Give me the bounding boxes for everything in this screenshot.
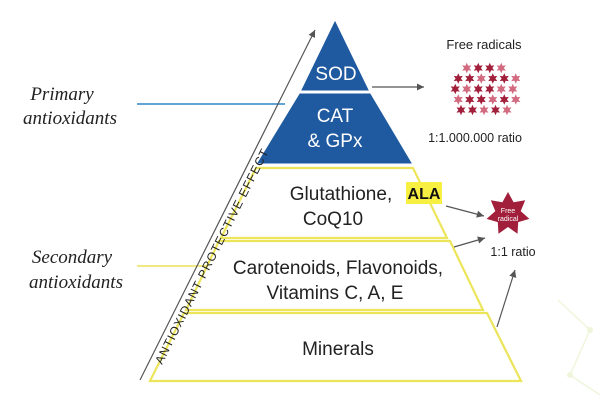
secondary-antioxidants-label-line1: Secondary — [32, 247, 113, 268]
pyramid-tier-sod — [301, 20, 369, 91]
free-radical-star — [450, 83, 460, 95]
protective-effect-arrow — [139, 29, 316, 381]
free-radical-star — [502, 104, 512, 116]
pyramid-tier-cat-gpx — [257, 93, 412, 164]
free-radical-star — [488, 94, 498, 105]
free-radical-star — [476, 73, 486, 84]
tier-label-carotenoids: Carotenoids, Flavonoids, — [233, 258, 443, 279]
primary-antioxidants-label-line1: Primary — [29, 84, 94, 105]
free-radical-star — [462, 83, 472, 95]
tier-label-vitamins: Vitamins C, A, E — [267, 283, 404, 304]
primary-ratio-label: 1:1.000.000 ratio — [428, 131, 522, 145]
free-radical-star-large — [486, 192, 530, 234]
free-radical-star — [508, 83, 518, 95]
primary-antioxidants-label-line2: antioxidants — [23, 108, 117, 129]
glutathione-to-radical-arrow — [445, 205, 485, 218]
tier-label-glutathione: Glutathione, — [290, 184, 392, 205]
free-radical-star — [453, 94, 463, 105]
free-radical-star — [485, 83, 495, 95]
tier-label-minerals: Minerals — [302, 339, 374, 360]
ala-badge: ALA — [408, 186, 441, 203]
free-radical-star — [462, 62, 472, 74]
free-radical-star — [479, 104, 489, 116]
free-radical-star — [491, 104, 500, 116]
decorative-network — [557, 299, 600, 396]
single-radical-label-line2: radical — [498, 216, 519, 223]
ala-badge-background — [406, 182, 442, 204]
tier-label-gpx: & GPx — [308, 131, 363, 152]
tier-label-sod: SOD — [315, 64, 356, 85]
free-radicals-title: Free radicals — [446, 37, 522, 52]
free-radical-star — [473, 83, 483, 95]
free-radical-star — [485, 62, 495, 74]
free-radical-star — [476, 94, 486, 105]
free-radical-star — [453, 73, 463, 84]
free-radical-star — [465, 73, 475, 84]
free-radicals-cluster — [450, 62, 521, 116]
single-free-radical-icon — [486, 192, 530, 234]
tier-label-cat: CAT — [317, 106, 354, 127]
free-radical-star — [511, 73, 521, 84]
carotenoids-to-radical-arrow — [453, 236, 486, 248]
pyramid-tier-minerals — [148, 311, 523, 383]
free-radical-star — [496, 83, 506, 95]
free-radical-star — [473, 62, 483, 74]
free-radical-star — [468, 104, 477, 116]
single-radical-label-line1: Free — [501, 208, 516, 215]
free-radical-star — [456, 104, 466, 116]
minerals-up-arrow — [496, 269, 517, 328]
pyramid-tier-carotenoids — [184, 239, 485, 312]
secondary-antioxidants-label-line2: antioxidants — [29, 272, 123, 293]
secondary-ratio-label: 1:1 ratio — [490, 245, 535, 259]
pyramid-tier-glutathione — [219, 166, 449, 240]
free-radical-star — [465, 94, 475, 105]
free-radical-star — [499, 73, 509, 84]
free-radical-star — [499, 94, 509, 105]
free-radical-star — [496, 62, 506, 74]
free-radical-star — [488, 73, 498, 84]
free-radical-star — [511, 94, 521, 105]
tier-label-coq10: CoQ10 — [303, 209, 363, 230]
